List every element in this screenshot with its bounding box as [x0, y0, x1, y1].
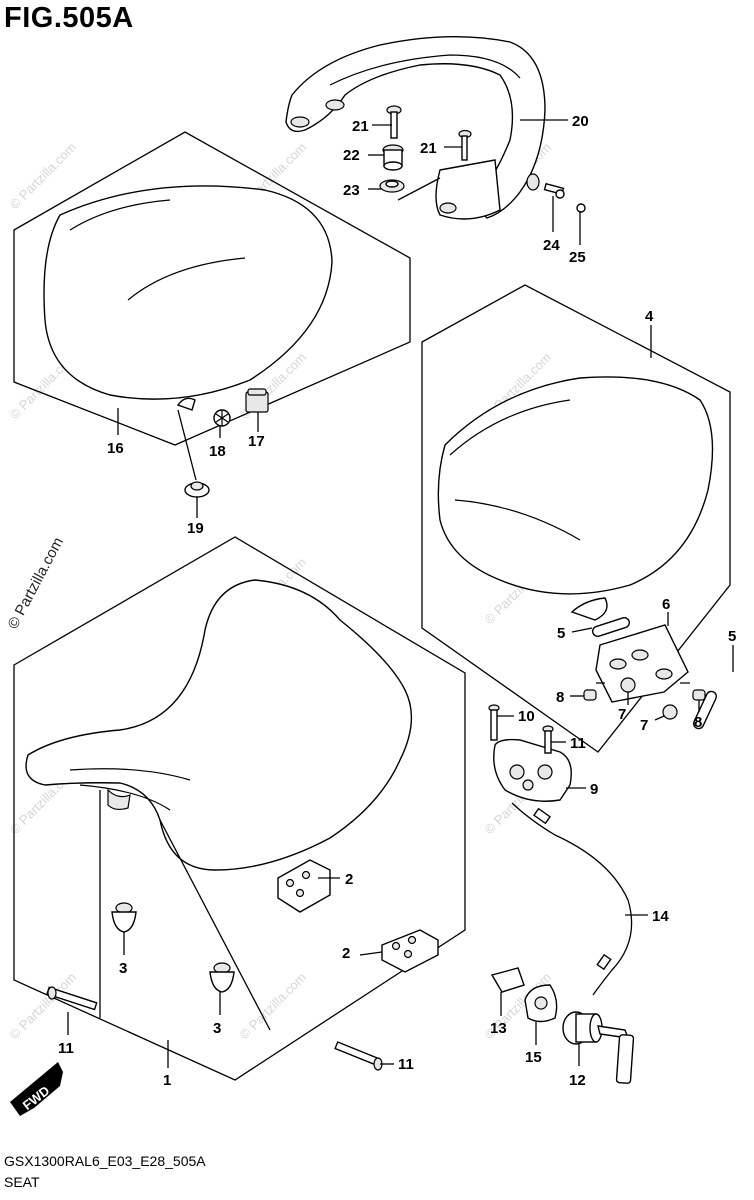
cushion-8 [583, 689, 597, 701]
lock-cylinder-12 [562, 1011, 635, 1084]
watermark: © Partzilla.com [237, 970, 310, 1043]
nut-25 [576, 203, 586, 213]
callout-25: 25 [569, 249, 586, 266]
band-5-left [591, 616, 631, 638]
callout-10: 11 [570, 735, 586, 752]
callout-20: 20 [572, 113, 589, 130]
figure-title: FIG.505A [4, 2, 134, 34]
callout-5: 5 [728, 628, 736, 645]
callout-8: 8 [694, 714, 702, 731]
cushion-23 [379, 179, 405, 193]
callout-13: 13 [490, 1020, 507, 1037]
callout-1: 1 [163, 1072, 171, 1089]
clip-7 [662, 704, 678, 720]
callout-6: 6 [662, 596, 670, 613]
callout-2: 2 [345, 871, 353, 888]
callout-16: 16 [107, 440, 124, 457]
callout-labels: 20 21 21 22 23 24 25 16 17 18 19 4 5 6 5… [58, 113, 736, 1089]
callout-7: 7 [618, 706, 626, 723]
callout-5: 5 [557, 625, 565, 642]
bolt-10-upper [488, 704, 500, 741]
cushion-8 [692, 689, 706, 701]
spacer-22 [382, 144, 404, 171]
callout-9: 9 [590, 781, 598, 798]
watermark: © Partzilla.com [7, 140, 80, 213]
vertical-watermark: © Partzilla.com [5, 535, 67, 632]
bolt-11-right [334, 1041, 383, 1071]
bolt-21-left [386, 105, 402, 139]
callout-4: 4 [645, 308, 654, 325]
callout-2: 2 [342, 945, 350, 962]
callout-11: 11 [398, 1056, 414, 1073]
callout-24: 24 [543, 237, 560, 254]
callout-12: 12 [569, 1072, 586, 1089]
callout-7: 7 [640, 717, 648, 734]
passenger-seat-group [13, 131, 411, 446]
callout-14: 14 [652, 908, 669, 925]
main-seat-group [13, 536, 466, 1081]
callout-10: 10 [518, 708, 535, 725]
callout-21: 21 [420, 140, 437, 157]
band-5-right [692, 690, 718, 730]
bracket-6 [595, 624, 689, 703]
callout-23: 23 [343, 182, 360, 199]
cable-14 [511, 802, 633, 996]
leader-lines [67, 119, 734, 1068]
bracket-2-upper [277, 859, 331, 913]
fwd-arrow-icon: FWD [10, 1062, 63, 1116]
clip-13 [490, 967, 525, 993]
diagram-code: GSX1300RAL6_E03_E28_505A [4, 1153, 206, 1169]
cushion-3-lower [209, 962, 235, 993]
callout-19: 19 [187, 520, 204, 537]
bolt-11-left [46, 986, 98, 1011]
bolt-10-lower [542, 725, 554, 754]
bolt-24 [543, 182, 565, 199]
callout-11: 11 [58, 1040, 74, 1057]
callout-22: 22 [343, 147, 360, 164]
callout-3: 3 [213, 1020, 221, 1037]
grab-rail-group [285, 35, 546, 220]
callout-18: 18 [209, 443, 226, 460]
bolt-21-right [458, 129, 472, 161]
seat-lock-group [493, 738, 572, 802]
callout-17: 17 [248, 433, 265, 450]
diagram-name: SEAT [4, 1174, 40, 1190]
callout-15: 15 [525, 1049, 542, 1066]
cushion-3-upper [111, 902, 137, 933]
clip-7 [620, 677, 636, 693]
bracket-2-lower [381, 929, 439, 973]
callout-21: 21 [352, 118, 369, 135]
callout-3: 3 [119, 960, 127, 977]
callout-8: 8 [556, 689, 564, 706]
rear-seat-group [421, 284, 731, 753]
